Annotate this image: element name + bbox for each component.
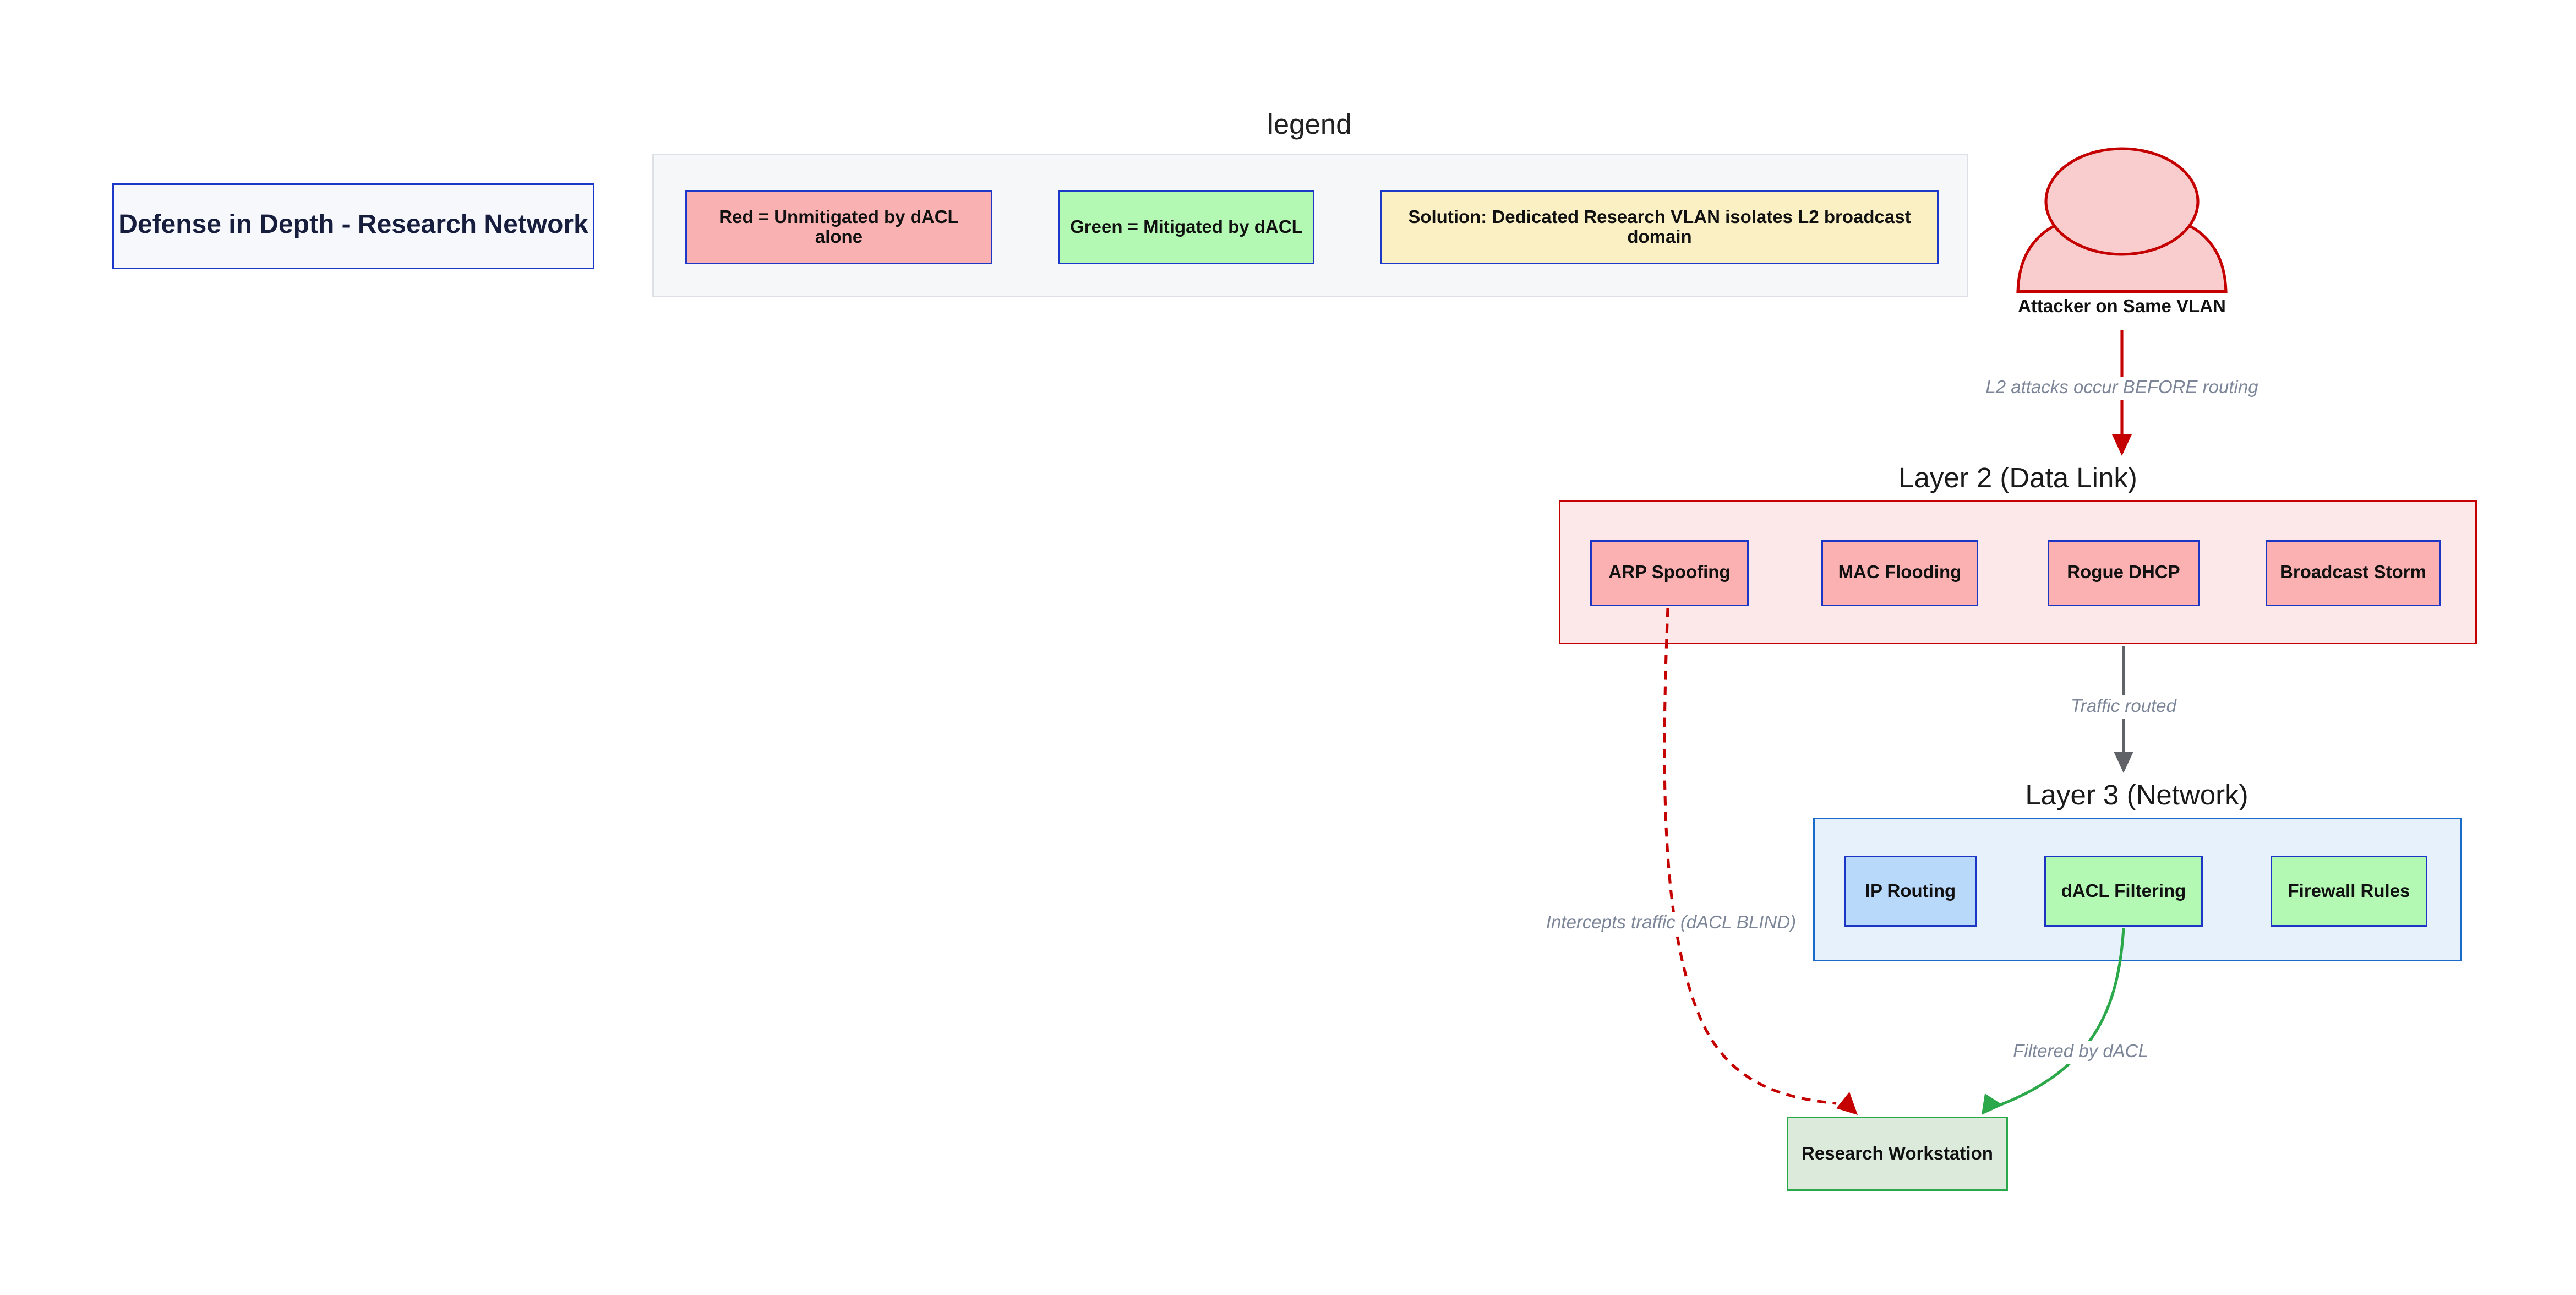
legend-heading: legend: [1267, 109, 1352, 140]
node-ip-routing: IP Routing: [1844, 856, 1977, 927]
edge-label-intercepts-traffic: Intercepts traffic (dACL BLIND): [1423, 912, 1919, 935]
node-broadcast-storm: Broadcast Storm: [2266, 540, 2441, 606]
edge-attacker-to-layer2-arrowhead: [2112, 434, 2132, 456]
edge-label-traffic-routed: Traffic routed: [1876, 695, 2371, 719]
edge-label-filtered-by-dacl: Filtered by dACL: [1833, 1041, 2328, 1064]
edge-layer2-to-layer3-arrowhead: [2114, 752, 2133, 773]
layer2-title: Layer 2 (Data Link): [1898, 463, 2137, 494]
legend-item-red: Red = Unmitigated by dACL alone: [685, 190, 992, 264]
edge-arp-to-workstation-arrowhead: [1836, 1092, 1858, 1115]
layer3-title: Layer 3 (Network): [2025, 780, 2248, 811]
attacker-label: Attacker on Same VLAN: [2018, 297, 2226, 317]
node-rogue-dhcp: Rogue DHCP: [2048, 540, 2200, 606]
legend-item-solution: Solution: Dedicated Research VLAN isolat…: [1380, 190, 1939, 264]
diagram-title-box: Defense in Depth - Research Network: [112, 183, 594, 269]
node-firewall-rules: Firewall Rules: [2271, 856, 2427, 927]
legend-item-green: Green = Mitigated by dACL: [1058, 190, 1314, 264]
edge-label-l2-attacks: L2 attacks occur BEFORE routing: [1874, 377, 2370, 400]
edge-dacl-to-workstation-arrowhead: [1982, 1093, 2003, 1115]
node-arp-spoofing: ARP Spoofing: [1590, 540, 1749, 606]
diagram-title: Defense in Depth - Research Network: [118, 211, 588, 240]
node-dacl-filtering: dACL Filtering: [2044, 856, 2203, 927]
attacker-person-icon: [2016, 147, 2228, 293]
node-mac-flooding: MAC Flooding: [1821, 540, 1978, 606]
legend-container: Red = Unmitigated by dACL alone Green = …: [652, 154, 1968, 297]
node-research-workstation: Research Workstation: [1787, 1117, 2008, 1191]
